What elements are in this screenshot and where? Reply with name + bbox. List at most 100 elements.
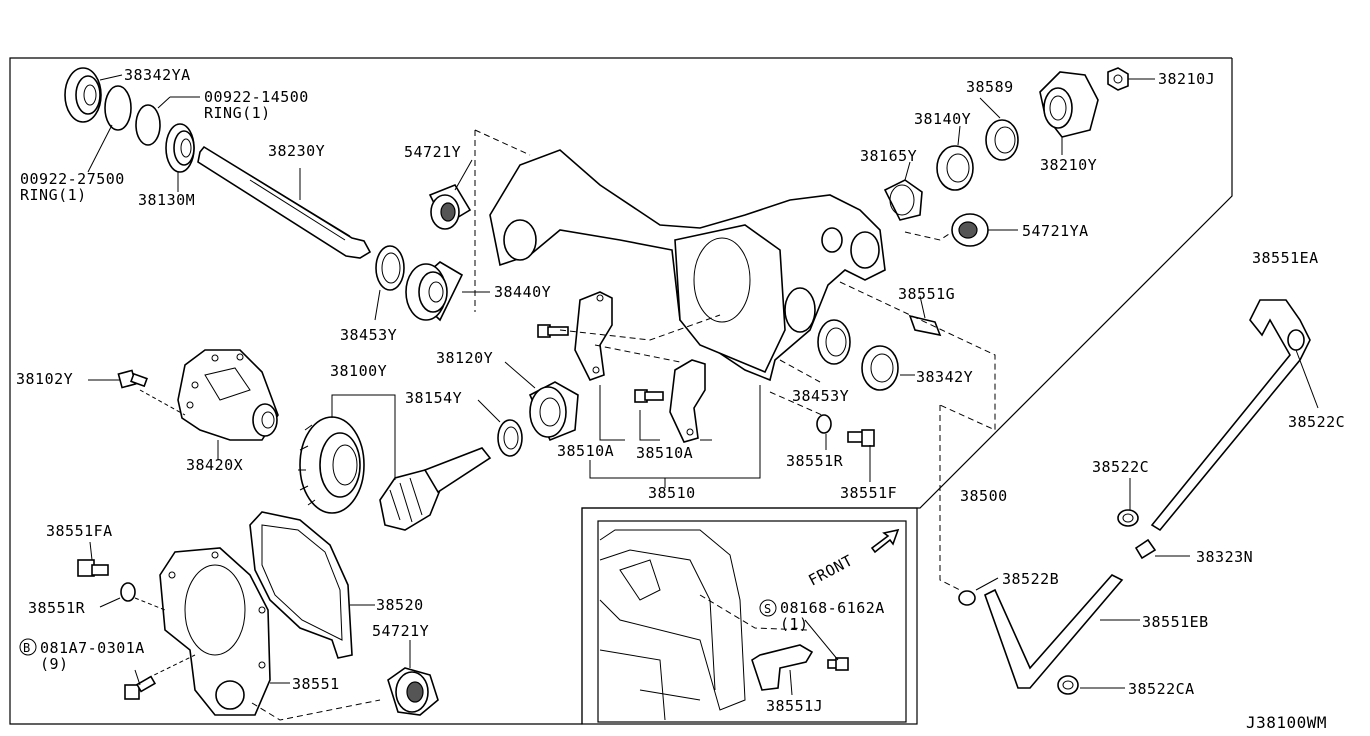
label-circle-s: S xyxy=(764,602,772,616)
label-38522B: 38522B xyxy=(1002,570,1059,588)
inset-frame xyxy=(581,507,918,725)
label-081A7-0301A: 081A7-0301A xyxy=(40,639,145,657)
bearing-54721Y-top[interactable] xyxy=(428,184,472,230)
label-front: FRONT xyxy=(805,551,856,589)
rear-cover-38551[interactable] xyxy=(159,547,271,716)
clip-38522C-mid[interactable] xyxy=(1117,509,1139,527)
bearing-38120Y[interactable] xyxy=(528,381,579,442)
bearing-38140Y[interactable] xyxy=(936,145,974,191)
hose-38551EA[interactable] xyxy=(1150,299,1311,532)
spacer-38165Y[interactable] xyxy=(883,179,923,221)
drive-pinion-38100Y[interactable] xyxy=(379,447,492,531)
carrier-housing-38500[interactable] xyxy=(489,149,886,382)
label-38120Y: 38120Y xyxy=(436,349,493,367)
bearing-54721Y-bottom[interactable] xyxy=(387,667,439,716)
label-38551EA: 38551EA xyxy=(1252,249,1319,267)
bearing-38440Y[interactable] xyxy=(405,261,464,322)
label-38102Y: 38102Y xyxy=(16,370,73,388)
label-38510: 38510 xyxy=(648,484,696,502)
clip-38522C-right[interactable] xyxy=(1287,329,1305,351)
label-00922-27500: 00922-27500 xyxy=(20,170,125,188)
gasket-38551R-mid[interactable] xyxy=(816,414,832,434)
diff-case-38420X[interactable] xyxy=(177,349,279,441)
label-38551R-left: 38551R xyxy=(28,599,86,617)
label-38342Y: 38342Y xyxy=(916,368,973,386)
label-38520: 38520 xyxy=(376,596,424,614)
oil-seal-38589[interactable] xyxy=(985,119,1019,161)
inset-inner-frame xyxy=(597,520,907,723)
part-labels: 38342YA 00922-14500 RING(1) 00922-27500 … xyxy=(16,66,1345,732)
label-38551F: 38551F xyxy=(840,484,897,502)
cap-bolt-1[interactable] xyxy=(537,324,569,338)
nut-38210J[interactable] xyxy=(1107,67,1129,91)
label-ring-1a: RING(1) xyxy=(204,104,271,122)
shaft-38230Y[interactable] xyxy=(197,145,372,259)
snap-ring-00922-27500[interactable] xyxy=(104,85,132,131)
companion-flange-38210Y[interactable] xyxy=(1039,71,1099,138)
label-38440Y: 38440Y xyxy=(494,283,551,301)
label-38589: 38589 xyxy=(966,78,1014,96)
breather-38551G[interactable] xyxy=(908,314,942,337)
bolt-08168-6162A[interactable] xyxy=(827,657,849,671)
label-38551J: 38551J xyxy=(766,697,823,715)
label-qty-1: (1) xyxy=(780,615,809,633)
clip-38522B[interactable] xyxy=(958,590,976,606)
label-38522CA: 38522CA xyxy=(1128,680,1195,698)
inset-frame-rail xyxy=(599,529,746,721)
label-circle-b: B xyxy=(23,641,31,655)
gasket-38551R-left[interactable] xyxy=(120,582,136,602)
label-38420X: 38420X xyxy=(186,456,243,474)
label-38230Y: 38230Y xyxy=(268,142,325,160)
circle-s-icon xyxy=(759,599,777,617)
bearing-54721YA[interactable] xyxy=(951,213,989,247)
shim-38453Y-left[interactable] xyxy=(375,245,405,291)
bearing-cap-38510A-1[interactable] xyxy=(574,291,613,381)
label-38154Y: 38154Y xyxy=(405,389,462,407)
label-38453Y-right: 38453Y xyxy=(792,387,849,405)
bracket-38551J[interactable] xyxy=(751,644,814,691)
leader-lines xyxy=(87,74,1319,696)
clip-38522CA[interactable] xyxy=(1057,675,1079,695)
plug-38551FA[interactable] xyxy=(77,559,109,577)
label-00922-14500: 00922-14500 xyxy=(204,88,309,106)
label-38510A-1: 38510A xyxy=(557,442,614,460)
hose-38551EB[interactable] xyxy=(984,574,1124,689)
bolt-38102Y[interactable] xyxy=(117,369,148,389)
oil-seal-38342YA[interactable] xyxy=(64,67,102,123)
label-54721Y-top: 54721Y xyxy=(404,143,461,161)
label-38522C-right: 38522C xyxy=(1288,413,1345,431)
front-arrow-icon xyxy=(870,528,900,554)
label-38522C-mid: 38522C xyxy=(1092,458,1149,476)
label-38210Y: 38210Y xyxy=(1040,156,1097,174)
snap-ring-00922-14500[interactable] xyxy=(135,104,161,146)
gasket-38520[interactable] xyxy=(249,511,353,659)
plug-38551F[interactable] xyxy=(847,429,875,447)
label-qty-9: (9) xyxy=(40,655,69,673)
cap-bolt-2[interactable] xyxy=(634,389,664,403)
label-38551G: 38551G xyxy=(898,285,955,303)
label-38500: 38500 xyxy=(960,487,1008,505)
label-38551FA: 38551FA xyxy=(46,522,113,540)
bearing-cap-38510A-2[interactable] xyxy=(669,359,706,443)
label-38342YA: 38342YA xyxy=(124,66,191,84)
connector-38323N[interactable] xyxy=(1134,538,1157,560)
label-38551R-mid: 38551R xyxy=(786,452,844,470)
circle-b-icon xyxy=(19,638,37,656)
label-38100Y: 38100Y xyxy=(330,362,387,380)
label-38130M: 38130M xyxy=(138,191,195,209)
oil-seal-38342Y[interactable] xyxy=(861,345,899,391)
bolt-081A7-0301A[interactable] xyxy=(124,675,157,700)
ring-gear-38100Y[interactable] xyxy=(298,416,365,514)
label-38510A-2: 38510A xyxy=(636,444,693,462)
label-54721Y-bottom: 54721Y xyxy=(372,622,429,640)
diagram-code: J38100WM xyxy=(1246,713,1327,732)
label-38140Y: 38140Y xyxy=(914,110,971,128)
shim-38154Y[interactable] xyxy=(497,419,523,457)
label-38165Y: 38165Y xyxy=(860,147,917,165)
dashed-assembly-lines xyxy=(251,129,996,721)
label-54721YA: 54721YA xyxy=(1022,222,1089,240)
shim-38453Y-right[interactable] xyxy=(817,319,851,365)
label-38323N: 38323N xyxy=(1196,548,1253,566)
bearing-38130M[interactable] xyxy=(165,123,195,173)
